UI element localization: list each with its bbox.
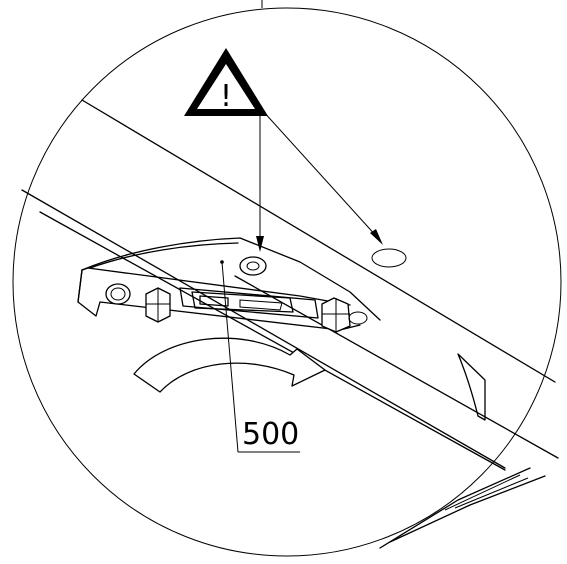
flange-screw (239, 256, 267, 276)
lower-corner-piece (379, 467, 546, 549)
hex-nut-right (321, 297, 351, 333)
slot-cutout (457, 353, 486, 421)
detail-circle (12, 7, 562, 557)
screw-head-left (105, 283, 131, 305)
warning-pointer-arrows (256, 109, 383, 252)
curved-rotation-arrow-icon (133, 337, 326, 393)
callout-number: 500 (242, 417, 299, 452)
bracket-part (77, 237, 381, 331)
mounting-hole (371, 248, 407, 268)
hex-nut-left (145, 287, 171, 323)
callout-500: 500 (220, 260, 300, 453)
warning-triangle-icon: ! (184, 48, 268, 116)
warning-mark: ! (220, 79, 232, 114)
rail-edges (21, 99, 559, 471)
small-screw (348, 311, 368, 325)
